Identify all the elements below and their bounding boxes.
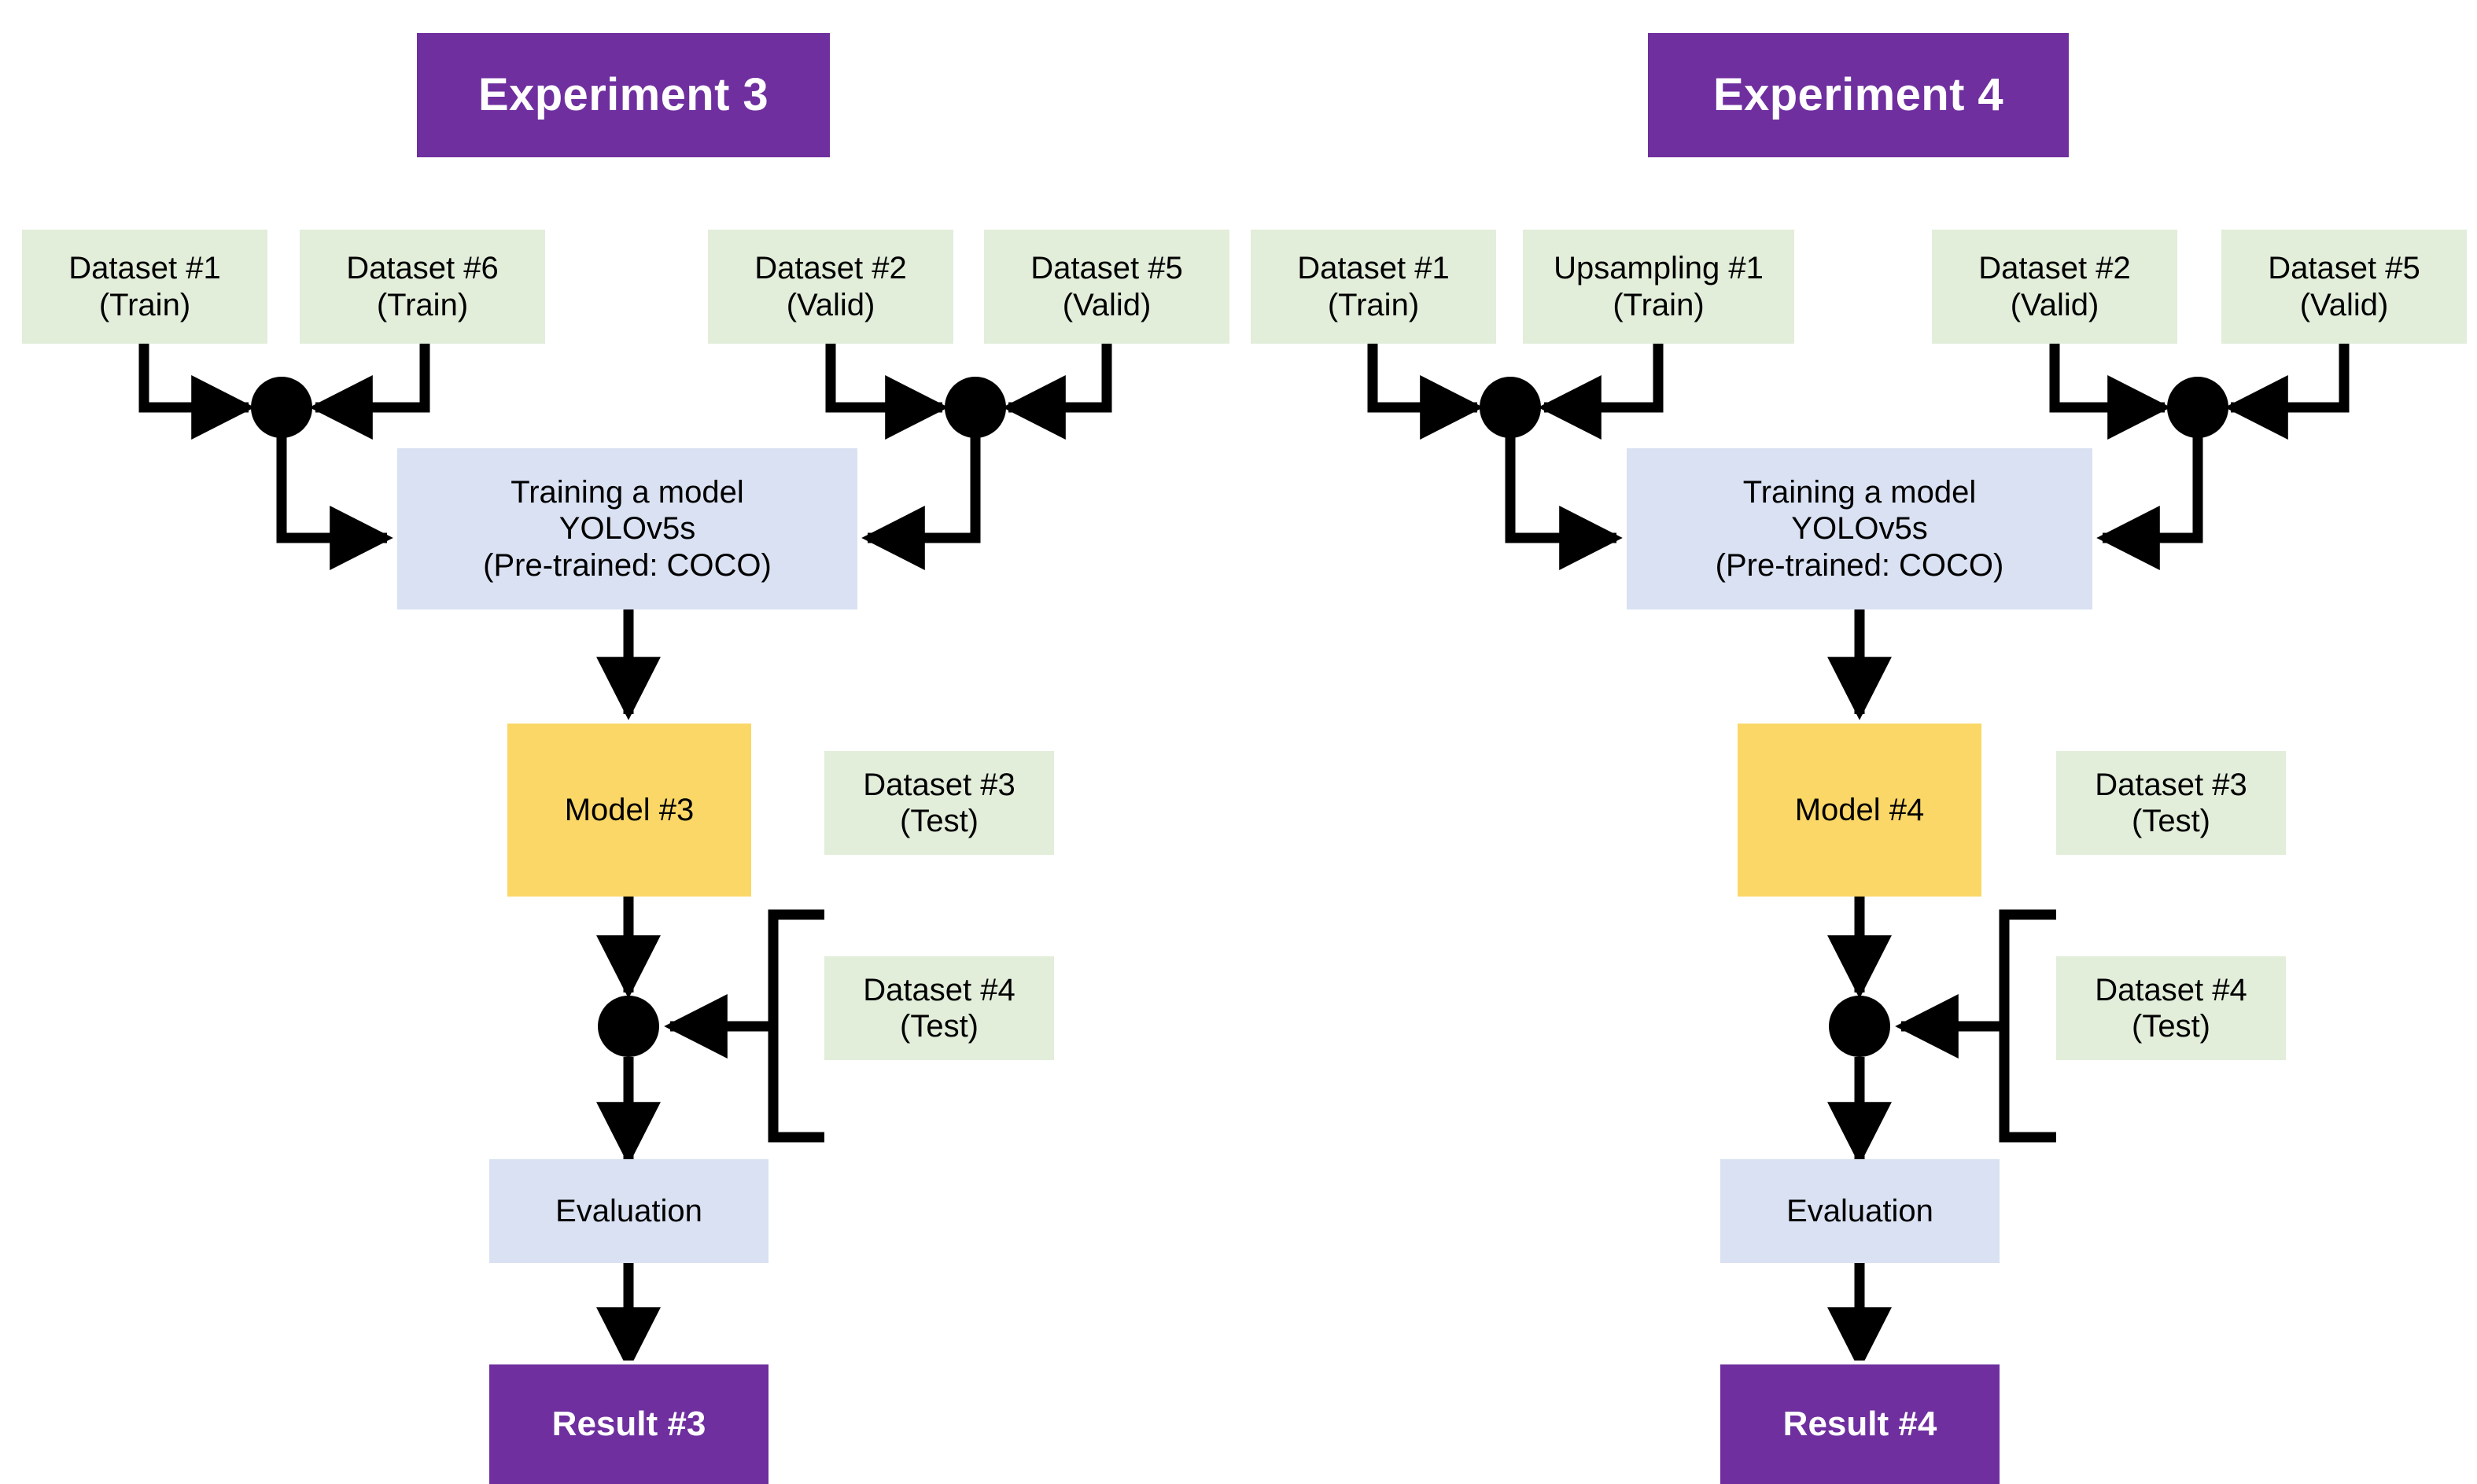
experiment-4-header-label: Experiment 4 bbox=[1712, 69, 2004, 121]
exp3-evaluation-label: Evaluation bbox=[555, 1193, 702, 1228]
exp3-model-label: Model #3 bbox=[564, 792, 695, 827]
connector-layer bbox=[138, 344, 2350, 1361]
exp4-test-input-1-line1: Dataset #4 bbox=[2095, 972, 2247, 1007]
exp4-valid-input-0-line2: (Valid) bbox=[2010, 287, 2099, 322]
exp4-test-input-0-line2: (Test) bbox=[2132, 804, 2210, 838]
exp3-training-line3: (Pre-trained: COCO) bbox=[483, 547, 772, 583]
exp4-training-line1: Training a model bbox=[1742, 474, 1977, 510]
exp3-valid-merge-dot bbox=[945, 377, 1006, 438]
exp3-result-box: Result #3 bbox=[489, 1364, 769, 1484]
exp4-evaluation-label: Evaluation bbox=[1786, 1193, 1933, 1228]
exp3-valid-input-1-line1: Dataset #5 bbox=[1030, 251, 1183, 286]
experiment-3-header: Experiment 3 bbox=[417, 33, 830, 157]
exp3-train-merge-dot bbox=[251, 377, 312, 438]
exp3-valid-input-1-line2: (Valid) bbox=[1062, 287, 1152, 322]
exp3-train-input-1-line1: Dataset #6 bbox=[346, 251, 499, 286]
exp3-train-input-0-line1: Dataset #1 bbox=[68, 251, 221, 286]
exp4-valid-input-1-line2: (Valid) bbox=[2299, 287, 2389, 322]
exp4-valid-merge-dot bbox=[2167, 377, 2228, 438]
exp4-training-box: Training a model YOLOv5s (Pre-trained: C… bbox=[1627, 448, 2092, 609]
exp4-result-label: Result #4 bbox=[1782, 1405, 1937, 1444]
exp4-training-line2: YOLOv5s bbox=[1791, 511, 1928, 547]
exp3-train-input-1: Dataset #6 (Train) bbox=[300, 230, 545, 344]
exp4-train-input-1-line2: (Train) bbox=[1613, 287, 1705, 322]
exp3-valid-input-1: Dataset #5 (Valid) bbox=[984, 230, 1229, 344]
exp3-valid-input-0: Dataset #2 (Valid) bbox=[708, 230, 953, 344]
exp3-valid-input-0-line2: (Valid) bbox=[786, 287, 875, 322]
exp4-train-input-1-line1: Upsampling #1 bbox=[1554, 251, 1764, 286]
exp4-valid-input-0: Dataset #2 (Valid) bbox=[1932, 230, 2177, 344]
exp3-test-input-0: Dataset #3 (Test) bbox=[824, 751, 1054, 855]
exp4-model-label: Model #4 bbox=[1794, 792, 1925, 827]
exp3-training-box: Training a model YOLOv5s (Pre-trained: C… bbox=[397, 448, 857, 609]
exp3-train-input-0-line2: (Train) bbox=[98, 287, 191, 322]
exp4-valid-input-1: Dataset #5 (Valid) bbox=[2221, 230, 2467, 344]
exp4-train-merge-dot bbox=[1480, 377, 1541, 438]
exp3-test-input-1-line2: (Test) bbox=[900, 1009, 979, 1044]
exp4-training-line3: (Pre-trained: COCO) bbox=[1715, 547, 2004, 583]
exp4-result-box: Result #4 bbox=[1720, 1364, 2000, 1484]
exp3-test-input-1: Dataset #4 (Test) bbox=[824, 956, 1054, 1060]
exp4-train-input-0: Dataset #1 (Train) bbox=[1251, 230, 1496, 344]
exp4-train-input-0-line2: (Train) bbox=[1327, 287, 1420, 322]
exp4-test-input-0: Dataset #3 (Test) bbox=[2056, 751, 2286, 855]
exp3-test-input-0-line2: (Test) bbox=[900, 804, 979, 838]
exp4-evaluation-box: Evaluation bbox=[1720, 1159, 2000, 1263]
exp4-model-box: Model #4 bbox=[1738, 724, 1981, 897]
exp3-train-input-1-line2: (Train) bbox=[376, 287, 469, 322]
experiment-4-header: Experiment 4 bbox=[1648, 33, 2069, 157]
exp4-eval-merge-dot bbox=[1829, 996, 1890, 1057]
exp3-test-input-1-line1: Dataset #4 bbox=[863, 972, 1015, 1007]
exp4-valid-input-1-line1: Dataset #5 bbox=[2268, 251, 2420, 286]
exp3-eval-merge-dot bbox=[598, 996, 659, 1057]
exp3-train-input-0: Dataset #1 (Train) bbox=[22, 230, 267, 344]
exp4-valid-input-0-line1: Dataset #2 bbox=[1978, 251, 2131, 286]
diagram-canvas: Experiment 3 Dataset #1 (Train) Dataset … bbox=[22, 33, 2467, 1484]
exp3-model-box: Model #3 bbox=[507, 724, 751, 897]
exp3-test-input-0-line1: Dataset #3 bbox=[863, 767, 1015, 802]
exp3-result-label: Result #3 bbox=[551, 1405, 706, 1444]
exp4-train-input-1: Upsampling #1 (Train) bbox=[1523, 230, 1794, 344]
exp3-training-line1: Training a model bbox=[511, 474, 744, 510]
exp4-test-input-1: Dataset #4 (Test) bbox=[2056, 956, 2286, 1060]
exp4-test-input-0-line1: Dataset #3 bbox=[2095, 767, 2247, 802]
exp3-training-line2: YOLOv5s bbox=[558, 511, 696, 547]
exp3-evaluation-box: Evaluation bbox=[489, 1159, 769, 1263]
experiment-3-header-label: Experiment 3 bbox=[477, 69, 769, 121]
exp3-valid-input-0-line1: Dataset #2 bbox=[754, 251, 907, 286]
exp4-test-input-1-line2: (Test) bbox=[2132, 1009, 2210, 1044]
exp4-train-input-0-line1: Dataset #1 bbox=[1297, 251, 1450, 286]
